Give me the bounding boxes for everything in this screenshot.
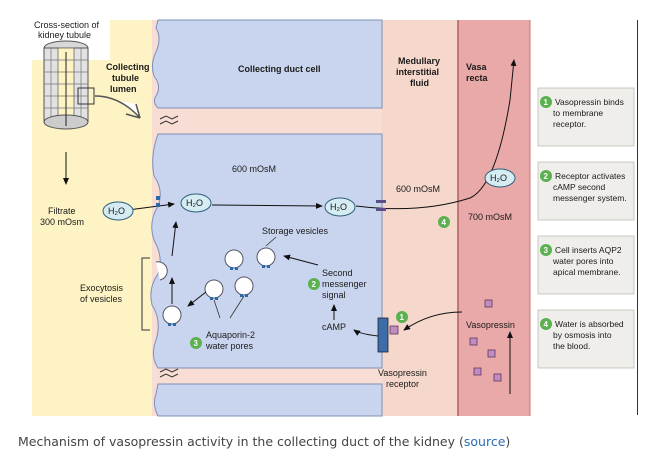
medullary-interstitial-fluid-label: Medullary interstitial fluid (396, 56, 443, 88)
svg-text:H₂O: H₂O (490, 173, 507, 183)
collecting-duct-cell-label: Collecting duct cell (238, 64, 321, 74)
zoom-arrow-icon (94, 95, 141, 119)
water-arrow-2 (211, 202, 323, 209)
caption-text: Mechanism of vasopressin activity in the… (18, 434, 464, 449)
figure-caption: Mechanism of vasopressin activity in the… (18, 434, 510, 449)
lumen-header-region (110, 20, 160, 60)
caption-source-link[interactable]: source (463, 434, 506, 449)
svg-text:H₂O: H₂O (108, 206, 125, 216)
storage-vesicles-label: Storage vesicles (262, 226, 329, 236)
vasopressin-binding-arrow (403, 311, 463, 331)
step-number: 1 (544, 98, 549, 107)
svg-text:H₂O: H₂O (186, 198, 203, 208)
divider-line (637, 20, 638, 415)
storage-vesicle (224, 249, 244, 270)
kidney-tubule-cross-section-icon (43, 40, 141, 130)
step-badge-2: 2 (308, 278, 320, 290)
vasopressin-receptor (377, 317, 399, 353)
storage-vesicle (234, 276, 254, 297)
lower-collecting-duct-cell (153, 383, 383, 417)
exocytosis-vesicle (162, 305, 182, 326)
storage-vesicle (256, 247, 276, 268)
apical-aquaporin-pore (156, 196, 160, 207)
filtrate-label: Filtrate 300 mOsm (40, 206, 84, 227)
fusing-vesicle (155, 261, 168, 281)
step-badge-1: 1 (396, 311, 408, 323)
step-number: 3 (544, 246, 549, 255)
tight-junction-bottom (159, 368, 179, 378)
signal-arrow (283, 254, 319, 266)
collecting-tubule-lumen-label: Collecting tubule lumen (106, 62, 152, 94)
cell-osmolarity-label: 600 mOsM (232, 164, 276, 174)
water-arrow-1 (127, 201, 175, 211)
storage-vesicle (204, 279, 224, 300)
step-number: 4 (544, 320, 549, 329)
svg-text:3: 3 (194, 339, 199, 348)
svg-text:H₂O: H₂O (330, 202, 347, 212)
water-molecule-lumen: H₂O (102, 201, 134, 221)
fluid-osmolarity-label: 600 mOsM (396, 184, 440, 194)
cross-section-label: Cross-section of kidney tubule (34, 20, 102, 40)
vasopressin-label: Vasopressin (466, 320, 515, 330)
water-molecule-blood: H₂O (484, 168, 516, 188)
camp-label: cAMP (322, 322, 346, 332)
storage-pointer (265, 236, 277, 247)
step-badge-4: 4 (438, 216, 450, 228)
svg-text:4: 4 (442, 218, 447, 227)
step-number: 2 (544, 172, 549, 181)
vasopressin-molecule (469, 337, 478, 346)
step-badge-3: 3 (190, 337, 202, 349)
water-arrow-3 (355, 59, 517, 210)
basolateral-water-channel (376, 200, 386, 211)
vesicle-move-arrow (187, 291, 207, 307)
exocytosis-bracket (141, 257, 150, 331)
vasopressin-receptor-label: Vasopressin receptor (378, 368, 429, 389)
vasopressin-molecule (484, 299, 493, 308)
step-number-badge (540, 244, 552, 256)
aquaporin-pointer (213, 295, 245, 319)
water-molecule-cell: H₂O (180, 193, 212, 213)
svg-text:1: 1 (400, 313, 405, 322)
water-molecule-basolateral: H₂O (324, 197, 356, 217)
step-number-badge (540, 96, 552, 108)
vasopressin-diagram: Collecting tubule lumen Collecting duct … (32, 19, 635, 417)
pore-insertion-arrow (171, 221, 179, 257)
tight-junction-top (159, 115, 179, 125)
svg-text:2: 2 (312, 280, 317, 289)
vasopressin-molecule (493, 373, 502, 382)
aquaporin-label: Aquaporin-2 water pores (205, 330, 258, 351)
step-number-badge (540, 318, 552, 330)
upper-collecting-duct-cell (151, 19, 383, 109)
receptor-camp-arrow (353, 329, 379, 337)
vasopressin-molecule (487, 349, 496, 358)
step-number-badge (540, 170, 552, 182)
vasa-recta-label: Vasa recta (466, 62, 489, 83)
vasopressin-molecule (473, 367, 482, 376)
exocytosis-label: Exocytosis of vesicles (80, 283, 126, 304)
vasa-osmolarity-label: 700 mOsM (468, 212, 512, 222)
caption-close: ) (505, 434, 511, 449)
second-messenger-label: Second messenger signal (322, 268, 369, 300)
